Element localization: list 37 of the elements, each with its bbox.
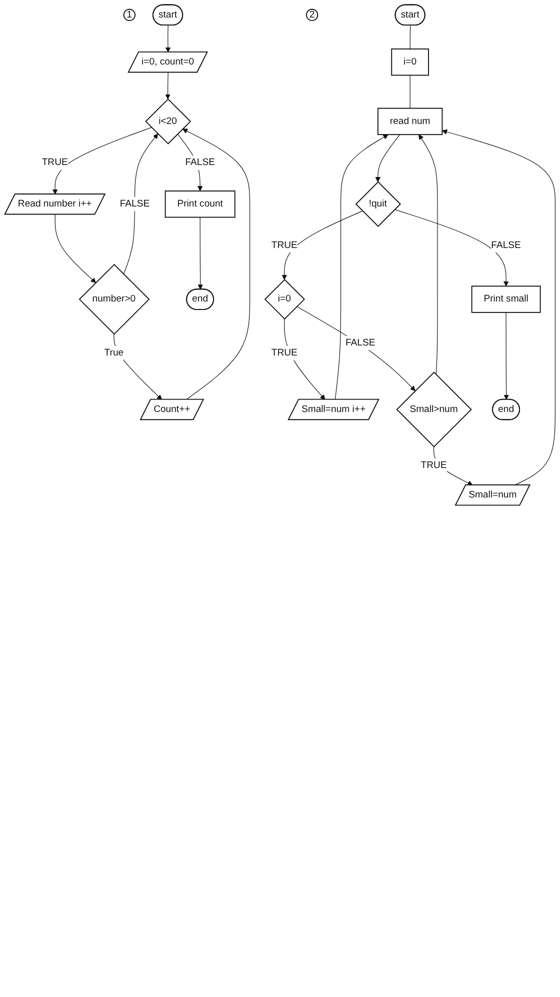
edge-label: FALSE [491,240,521,250]
node-box: Print count [164,190,236,218]
connector [410,25,411,50]
arrow [394,209,509,286]
arrow [165,72,170,100]
edge-label: FALSE [120,198,150,209]
edge-label: TRUE [420,460,447,471]
arrow [296,306,416,392]
edge-label: FALSE [185,157,215,168]
arrow [375,134,400,182]
arrow [418,134,438,375]
arrow [52,127,152,195]
node-diamond: !quit [355,181,402,227]
arrow [182,128,250,400]
edge-label: TRUE [271,348,298,358]
node-diamond: i=0 [264,278,305,320]
node-box: Print small [471,286,541,313]
node-diamond: number>0 [78,264,150,335]
arrow [123,134,158,274]
arrow [165,25,171,52]
node-diamond: i<20 [145,98,192,144]
arrow [114,334,162,400]
edge-label: True [104,348,124,358]
node-circle: 1 [123,8,136,22]
arrow [282,210,363,280]
node-diamond: Small>num [396,372,472,448]
node-circle: 2 [306,8,318,22]
arrow [442,129,556,486]
edge-label: FALSE [345,338,376,348]
node-box: i=0 [391,48,429,76]
arrow [54,214,96,283]
arrow [504,312,509,400]
node-box: read num [377,108,443,136]
edge-label: TRUE [42,157,68,168]
arrow [334,134,388,400]
edge-label: TRUE [271,240,298,250]
arrow [198,216,203,290]
